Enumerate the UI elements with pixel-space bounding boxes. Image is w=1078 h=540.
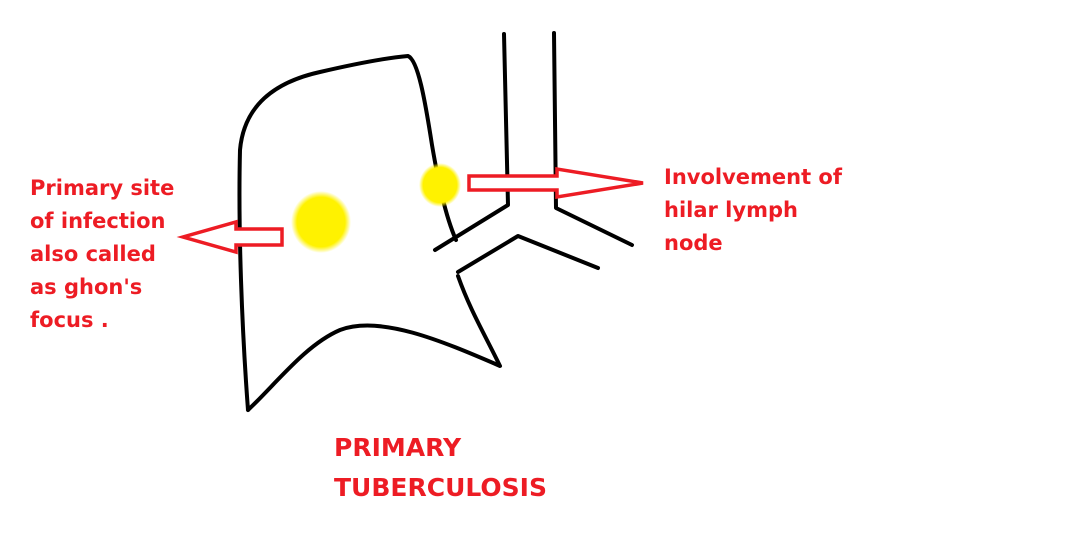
- primary-site-line-3: also called: [30, 242, 156, 266]
- lung-outline: [237, 54, 502, 412]
- diagram-title: PRIMARY TUBERCULOSIS: [334, 428, 547, 508]
- trachea-bronchi: [433, 31, 634, 274]
- primary-site-line-1: Primary site: [30, 176, 175, 200]
- right-arrow: [467, 166, 644, 200]
- primary-site-label: Primary site of infection also called as…: [30, 172, 174, 337]
- ghon-focus-lesion: [291, 191, 351, 253]
- title-line-1: PRIMARY: [334, 433, 462, 462]
- hilar-node-label: Involvement of hilar lymph node: [664, 161, 842, 260]
- left-arrow: [176, 219, 284, 255]
- hilar-node-line-3: node: [664, 231, 723, 255]
- title-line-2: TUBERCULOSIS: [334, 473, 547, 502]
- primary-site-line-2: of infection: [30, 209, 166, 233]
- trachea-left-wall: [433, 32, 510, 252]
- bronchus-lower-wall: [456, 234, 600, 274]
- primary-site-line-4: as ghon's: [30, 275, 143, 299]
- hilar-node-lesion: [419, 163, 461, 207]
- primary-site-line-5: focus .: [30, 308, 109, 332]
- hilar-node-line-1: Involvement of: [664, 165, 842, 189]
- hilar-node-line-2: hilar lymph: [664, 198, 798, 222]
- trachea-right-wall: [552, 31, 634, 247]
